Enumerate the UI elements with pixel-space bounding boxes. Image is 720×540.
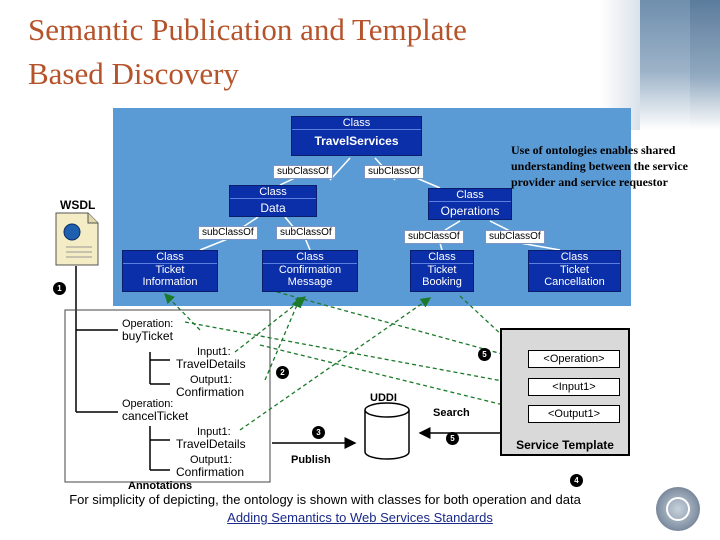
service-template-title: Service Template (516, 438, 614, 452)
title-line-1: Semantic Publication and Template (28, 12, 467, 47)
uddi-label: UDDI (370, 392, 397, 404)
publish-label: Publish (291, 454, 331, 466)
op1-label: Operation: (122, 318, 174, 330)
title-line-2: Based Discovery (28, 56, 239, 91)
output1b-label: Output1: (190, 454, 233, 466)
wsdl-label: WSDL (60, 198, 96, 212)
footer-link[interactable]: Adding Semantics to Web Services Standar… (227, 510, 493, 525)
input1b-value: TravelDetails (176, 437, 246, 451)
ontology-note: Use of ontologies enables shared underst… (511, 143, 688, 189)
step-marker: 4 (570, 474, 583, 487)
op1-name: buyTicket (122, 329, 173, 343)
input1a-label: Input1: (197, 346, 231, 358)
footer-caption: For simplicity of depicting, the ontolog… (69, 492, 581, 507)
wsdl-document-icon (55, 212, 99, 266)
class-ticket-cancellation: Class Ticket Cancellation (528, 250, 621, 292)
step-marker: 5 (478, 348, 491, 361)
subclass-label: subClassOf (404, 230, 464, 244)
subclass-label: subClassOf (364, 165, 424, 179)
template-operation: <Operation> (528, 350, 620, 368)
output1a-label: Output1: (190, 374, 233, 386)
annotations-frame (64, 309, 271, 483)
class-confirmation-message: Class Confirmation Message (262, 250, 358, 292)
subclass-label: subClassOf (485, 230, 545, 244)
subclass-label: subClassOf (276, 226, 336, 240)
template-output: <Output1> (528, 405, 620, 423)
subclass-label: subClassOf (198, 226, 258, 240)
search-label: Search (433, 407, 470, 419)
subclass-label: subClassOf (273, 165, 333, 179)
step-marker: 5 (446, 432, 459, 445)
op2-label: Operation: (122, 398, 174, 410)
output1b-value: Confirmation (176, 465, 245, 479)
class-travel-services: Class TravelServices (291, 116, 422, 156)
step-marker: 3 (312, 426, 325, 439)
input1b-label: Input1: (197, 426, 231, 438)
step-marker: 1 (53, 282, 66, 295)
class-ticket-information: Class Ticket Information (122, 250, 218, 292)
op2-name: cancelTicket (122, 409, 189, 423)
output1a-value: Confirmation (176, 385, 245, 399)
logo-ring (666, 497, 690, 521)
slide-title: Semantic Publication and Template Based … (28, 8, 628, 96)
class-operations: Class Operations (428, 188, 512, 220)
annotations-label: Annotations (128, 480, 193, 492)
uddi-cylinder (364, 402, 410, 460)
class-ticket-booking: Class Ticket Booking (410, 250, 474, 292)
template-input: <Input1> (528, 378, 620, 396)
step-marker: 2 (276, 366, 289, 379)
header-decoration-strip (690, 0, 720, 130)
input1a-value: TravelDetails (176, 357, 246, 371)
class-data: Class Data (229, 185, 317, 217)
wsdl-tree (75, 266, 170, 471)
